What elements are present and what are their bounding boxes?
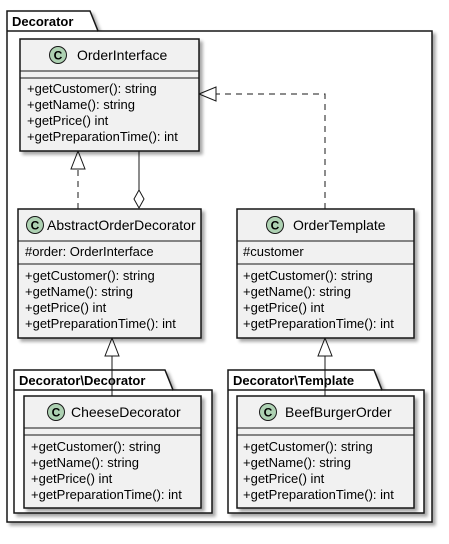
stereotype-label: C [54, 49, 63, 63]
class-name: BeefBurgerOrder [285, 404, 392, 420]
inheritance-cheese-to-abstract [104, 336, 120, 396]
method: +getCustomer(): string [27, 81, 157, 96]
class-name: OrderTemplate [293, 217, 386, 233]
class-name: OrderInterface [77, 47, 167, 63]
class-circle-icon [47, 403, 65, 421]
class-abstract-order-decorator: C AbstractOrderDecorator #order: OrderIn… [17, 208, 202, 339]
package-decorator-label: Decorator [12, 14, 73, 29]
class-cheese-decorator: C CheeseDecorator +getCustomer(): string… [23, 395, 202, 509]
stereotype-label: C [31, 219, 40, 233]
stereotype-label: C [264, 406, 273, 420]
method: +getCustomer(): string [243, 268, 373, 283]
method: +getName(): string [27, 97, 135, 112]
realization-template-to-interface [197, 86, 326, 209]
method: +getPreparationTime(): int [31, 487, 182, 502]
class-name: AbstractOrderDecorator [47, 217, 196, 233]
class-beef-burger-order: C BeefBurgerOrder +getCustomer(): string… [236, 395, 415, 509]
method: +getCustomer(): string [243, 439, 373, 454]
method: +getPrice() int [27, 113, 109, 128]
field: #order: OrderInterface [25, 244, 154, 259]
class-order-template: C OrderTemplate #customer +getCustomer()… [236, 208, 415, 339]
class-circle-icon [26, 216, 44, 234]
method: +getCustomer(): string [25, 268, 155, 283]
method: +getPreparationTime(): int [243, 487, 394, 502]
package-decorator-template-label: Decorator\Template [233, 373, 354, 388]
field: #customer [243, 244, 304, 259]
method: +getPrice() int [25, 300, 107, 315]
method: +getCustomer(): string [31, 439, 161, 454]
class-name: CheeseDecorator [71, 404, 181, 420]
inheritance-beef-to-template [317, 336, 333, 396]
method: +getPreparationTime(): int [243, 316, 394, 331]
method: +getPrice() int [243, 471, 325, 486]
method: +getName(): string [31, 455, 139, 470]
class-order-interface: C OrderInterface +getCustomer(): string … [19, 38, 200, 152]
stereotype-label: C [52, 406, 61, 420]
method: +getPreparationTime(): int [25, 316, 176, 331]
class-circle-icon [259, 403, 277, 421]
realization-abstract-to-interface [70, 149, 86, 209]
aggregation-interface-to-abstract [133, 151, 145, 210]
class-circle-icon [49, 46, 67, 64]
package-decorator-decorator-label: Decorator\Decorator [19, 373, 145, 388]
class-circle-icon [266, 216, 284, 234]
method: +getName(): string [243, 455, 351, 470]
method: +getName(): string [243, 284, 351, 299]
method: +getPreparationTime(): int [27, 129, 178, 144]
method: +getPrice() int [243, 300, 325, 315]
method: +getName(): string [25, 284, 133, 299]
method: +getPrice() int [31, 471, 113, 486]
stereotype-label: C [271, 219, 280, 233]
